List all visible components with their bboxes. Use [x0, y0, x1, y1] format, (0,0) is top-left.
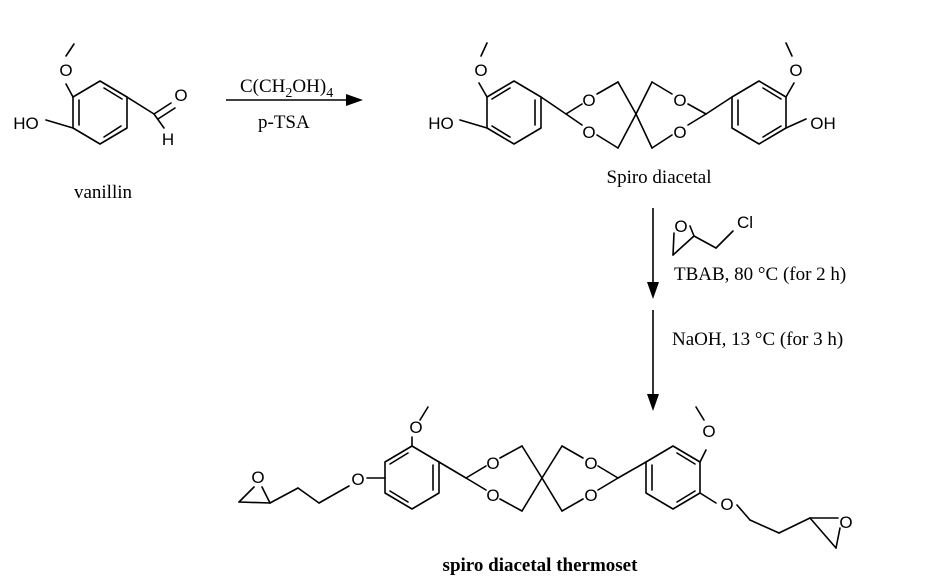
spiro-oxygen-3: O: [673, 91, 686, 110]
thermoset-left-ether-oxygen: O: [351, 470, 364, 489]
step3-arrowhead: [647, 394, 659, 411]
thermoset-left-methoxy-oxygen: O: [409, 418, 422, 437]
vanillin-structure: [45, 43, 176, 145]
thermoset-acetal-oxygen-1: O: [486, 454, 499, 473]
step3-conditions: NaOH, 13 °C (for 3 h): [672, 329, 843, 350]
epichlorohydrin-oxygen: O: [674, 217, 687, 236]
vanillin-hydroxyl: HO: [13, 114, 39, 133]
step1-reagent: C(CH2OH)4: [240, 76, 333, 101]
thermoset-label: spiro diacetal thermoset: [443, 555, 639, 576]
spiro-left-methoxy-oxygen: O: [474, 61, 487, 80]
spiro-right-methoxy-oxygen: O: [789, 61, 802, 80]
thermoset-left-epoxide-oxygen: O: [251, 468, 264, 487]
vanillin-aldehyde-oxygen: O: [174, 86, 187, 105]
step1-arrowhead: [346, 94, 363, 106]
spiro-oxygen-2: O: [582, 123, 595, 142]
spiro-diacetal-label: Spiro diacetal: [607, 167, 712, 188]
thermoset-right-ether-oxygen: O: [720, 495, 733, 514]
epichlorohydrin-structure: [672, 225, 734, 256]
vanillin-aldehyde-hydrogen: H: [162, 130, 174, 149]
step2-conditions: TBAB, 80 °C (for 2 h): [674, 264, 846, 285]
spiro-left-hydroxyl: HO: [428, 114, 454, 133]
spiro-oxygen-1: O: [582, 91, 595, 110]
thermoset-acetal-oxygen-3: O: [584, 454, 597, 473]
thermoset-right-methoxy-oxygen: O: [702, 422, 715, 441]
thermoset-structure: [238, 406, 841, 549]
vanillin-methoxy-oxygen: O: [59, 61, 72, 80]
vanillin-label: vanillin: [74, 182, 133, 203]
epichlorohydrin-chlorine: Cl: [737, 213, 753, 232]
thermoset-acetal-oxygen-2: O: [486, 486, 499, 505]
spiro-diacetal-structure: [459, 42, 807, 149]
thermoset-acetal-oxygen-4: O: [584, 486, 597, 505]
thermoset-right-epoxide-oxygen: O: [839, 513, 852, 532]
step2-arrowhead: [647, 282, 659, 299]
step1-catalyst: p-TSA: [258, 112, 310, 133]
spiro-right-hydroxyl: OH: [810, 114, 836, 133]
spiro-oxygen-4: O: [673, 123, 686, 142]
